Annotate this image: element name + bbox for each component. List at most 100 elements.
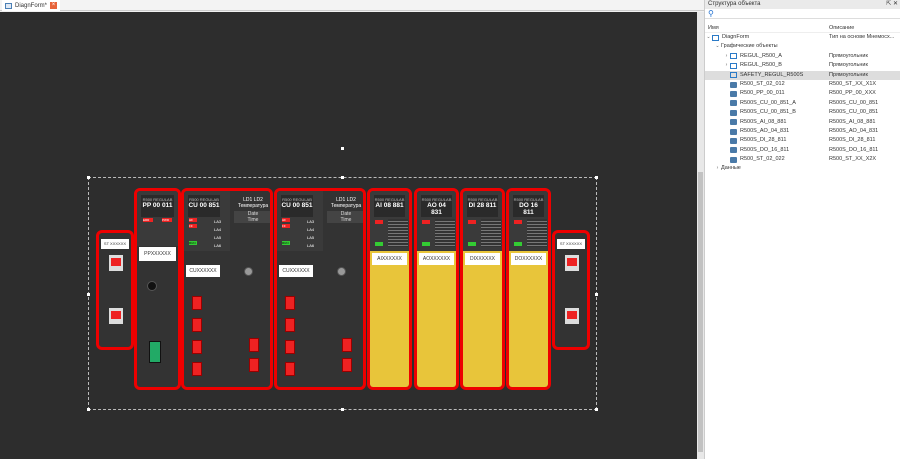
- obj-icon: [730, 109, 737, 116]
- module-label: AIXXXXXX: [372, 253, 407, 265]
- module-label: DOXXXXXX: [511, 253, 546, 265]
- obj-icon: [730, 100, 737, 107]
- tree-item-name: R500S_DI_28_811: [740, 137, 787, 144]
- tree-item[interactable]: ⌄Графические объекты: [705, 42, 900, 51]
- panel-header: Структура объекта ⇱ ✕: [705, 0, 900, 9]
- pin-close-icons[interactable]: ⇱ ✕: [886, 1, 898, 7]
- la-indicator: LA6: [307, 243, 315, 248]
- tree-item-desc: Прямоугольник: [829, 52, 868, 59]
- tree-item-name: R500S_CU_00_851_B: [740, 109, 796, 116]
- resize-handle[interactable]: [87, 408, 90, 411]
- brand: R500 REGULAB: [421, 197, 452, 202]
- close-icon[interactable]: ×: [50, 2, 58, 9]
- tree-item[interactable]: R500_ST_02_022 R500_ST_XX_X2X: [705, 155, 900, 164]
- tab-diagnform[interactable]: DiagnForm* ×: [2, 0, 61, 11]
- module-st-right[interactable]: ST XXXXXX: [552, 230, 590, 350]
- ff-indicator: FF: [282, 224, 290, 228]
- tree-item[interactable]: R500S_CU_00_851_B R500S_CU_00_851: [705, 108, 900, 117]
- ld-labels: LD1 LD2: [243, 197, 263, 203]
- date-label: Date: [340, 211, 352, 217]
- rect-icon: [730, 62, 737, 69]
- tree-item-desc: R500S_DO_16_811: [829, 146, 879, 153]
- tree-item[interactable]: ⌄ DiagnForm Тип на основе Мнемосх...: [705, 33, 900, 42]
- date-label: Date: [247, 211, 259, 217]
- panel-title: Структура объекта: [708, 1, 761, 7]
- tree-item-desc: R500_PP_00_XXX: [829, 90, 876, 97]
- module-st-left[interactable]: ST XXXXXX: [96, 230, 134, 350]
- resize-handle[interactable]: [87, 176, 90, 179]
- module-label: DIXXXXXX: [465, 253, 500, 265]
- obj-icon: [730, 119, 737, 126]
- hf-indicator: HF: [282, 218, 290, 222]
- vertical-scrollbar[interactable]: [697, 12, 704, 459]
- chevron-icon[interactable]: ›: [725, 52, 728, 59]
- model: CU 00 851: [188, 202, 220, 209]
- chevron-icon[interactable]: ›: [716, 165, 719, 172]
- resize-handle[interactable]: [341, 408, 344, 411]
- tree-item[interactable]: ›Данные: [705, 164, 900, 173]
- tree-item-desc: Тип на основе Мнемосх...: [829, 34, 895, 40]
- tree-item-desc: R500S_CU_00_851: [829, 109, 879, 116]
- column-name[interactable]: Имя: [708, 24, 719, 31]
- hf-indicator: HF: [189, 218, 197, 222]
- resize-handle[interactable]: [595, 408, 598, 411]
- la-indicator: LA4: [214, 227, 222, 232]
- tree-item-name: DiagnForm: [722, 34, 750, 40]
- brand: R500 REGULAB: [467, 197, 498, 202]
- resize-handle[interactable]: [595, 293, 598, 296]
- tree-item[interactable]: R500_ST_02_012 R500_ST_XX_X1X: [705, 80, 900, 89]
- tree-item-desc: [829, 164, 900, 173]
- resize-handle[interactable]: [341, 176, 344, 179]
- tree-item-name: Данные: [721, 165, 741, 172]
- time-label: Time: [340, 217, 352, 223]
- la-indicator: LA6: [214, 243, 222, 248]
- tree-item-name: R500_ST_02_022: [740, 156, 785, 163]
- resize-handle[interactable]: [595, 176, 598, 179]
- tree-item-desc: R500S_CU_00_851: [829, 99, 879, 106]
- search-input[interactable]: ⚲: [705, 9, 900, 19]
- tree-item-name: R500S_CU_00_851_A: [740, 99, 796, 106]
- tree-item-desc: R500_ST_XX_X2X: [829, 156, 877, 163]
- module-label: CUXXXXXX: [279, 265, 313, 277]
- form-icon: [712, 34, 719, 41]
- time-label: Time: [247, 217, 259, 223]
- tree-item[interactable]: › REGUL_R500_A Прямоугольник: [705, 52, 900, 61]
- chevron-icon[interactable]: ⌄: [715, 43, 720, 50]
- tree-item[interactable]: R500S_CU_00_851_A R500S_CU_00_851: [705, 99, 900, 108]
- resize-handle[interactable]: [341, 147, 344, 150]
- chevron-icon[interactable]: ›: [725, 62, 728, 69]
- tree-item-name: R500_ST_02_012: [740, 80, 785, 87]
- tree-item-desc: R500_ST_XX_X1X: [829, 80, 877, 87]
- resize-handle[interactable]: [87, 293, 90, 296]
- scrollbar-thumb[interactable]: [698, 172, 703, 452]
- chevron-icon[interactable]: ⌄: [706, 34, 711, 40]
- tree-item-name: SAFETY_REGUL_R500S: [740, 71, 804, 78]
- search-icon: ⚲: [708, 9, 714, 18]
- la-indicator: LA3: [307, 219, 315, 224]
- module-label: CUXXXXXX: [186, 265, 220, 277]
- tab-label: DiagnForm*: [15, 2, 48, 9]
- column-description[interactable]: Описание: [829, 25, 855, 31]
- document-tabbar: DiagnForm* ×: [0, 0, 704, 11]
- tree-item-name: REGUL_R500_A: [740, 52, 782, 59]
- tree-item-name: R500S_AO_04_831: [740, 127, 790, 134]
- err-indicator: ERR: [143, 218, 153, 222]
- brand: R500 REGULAB: [513, 197, 544, 202]
- brand: R500 REGULAB: [374, 197, 405, 202]
